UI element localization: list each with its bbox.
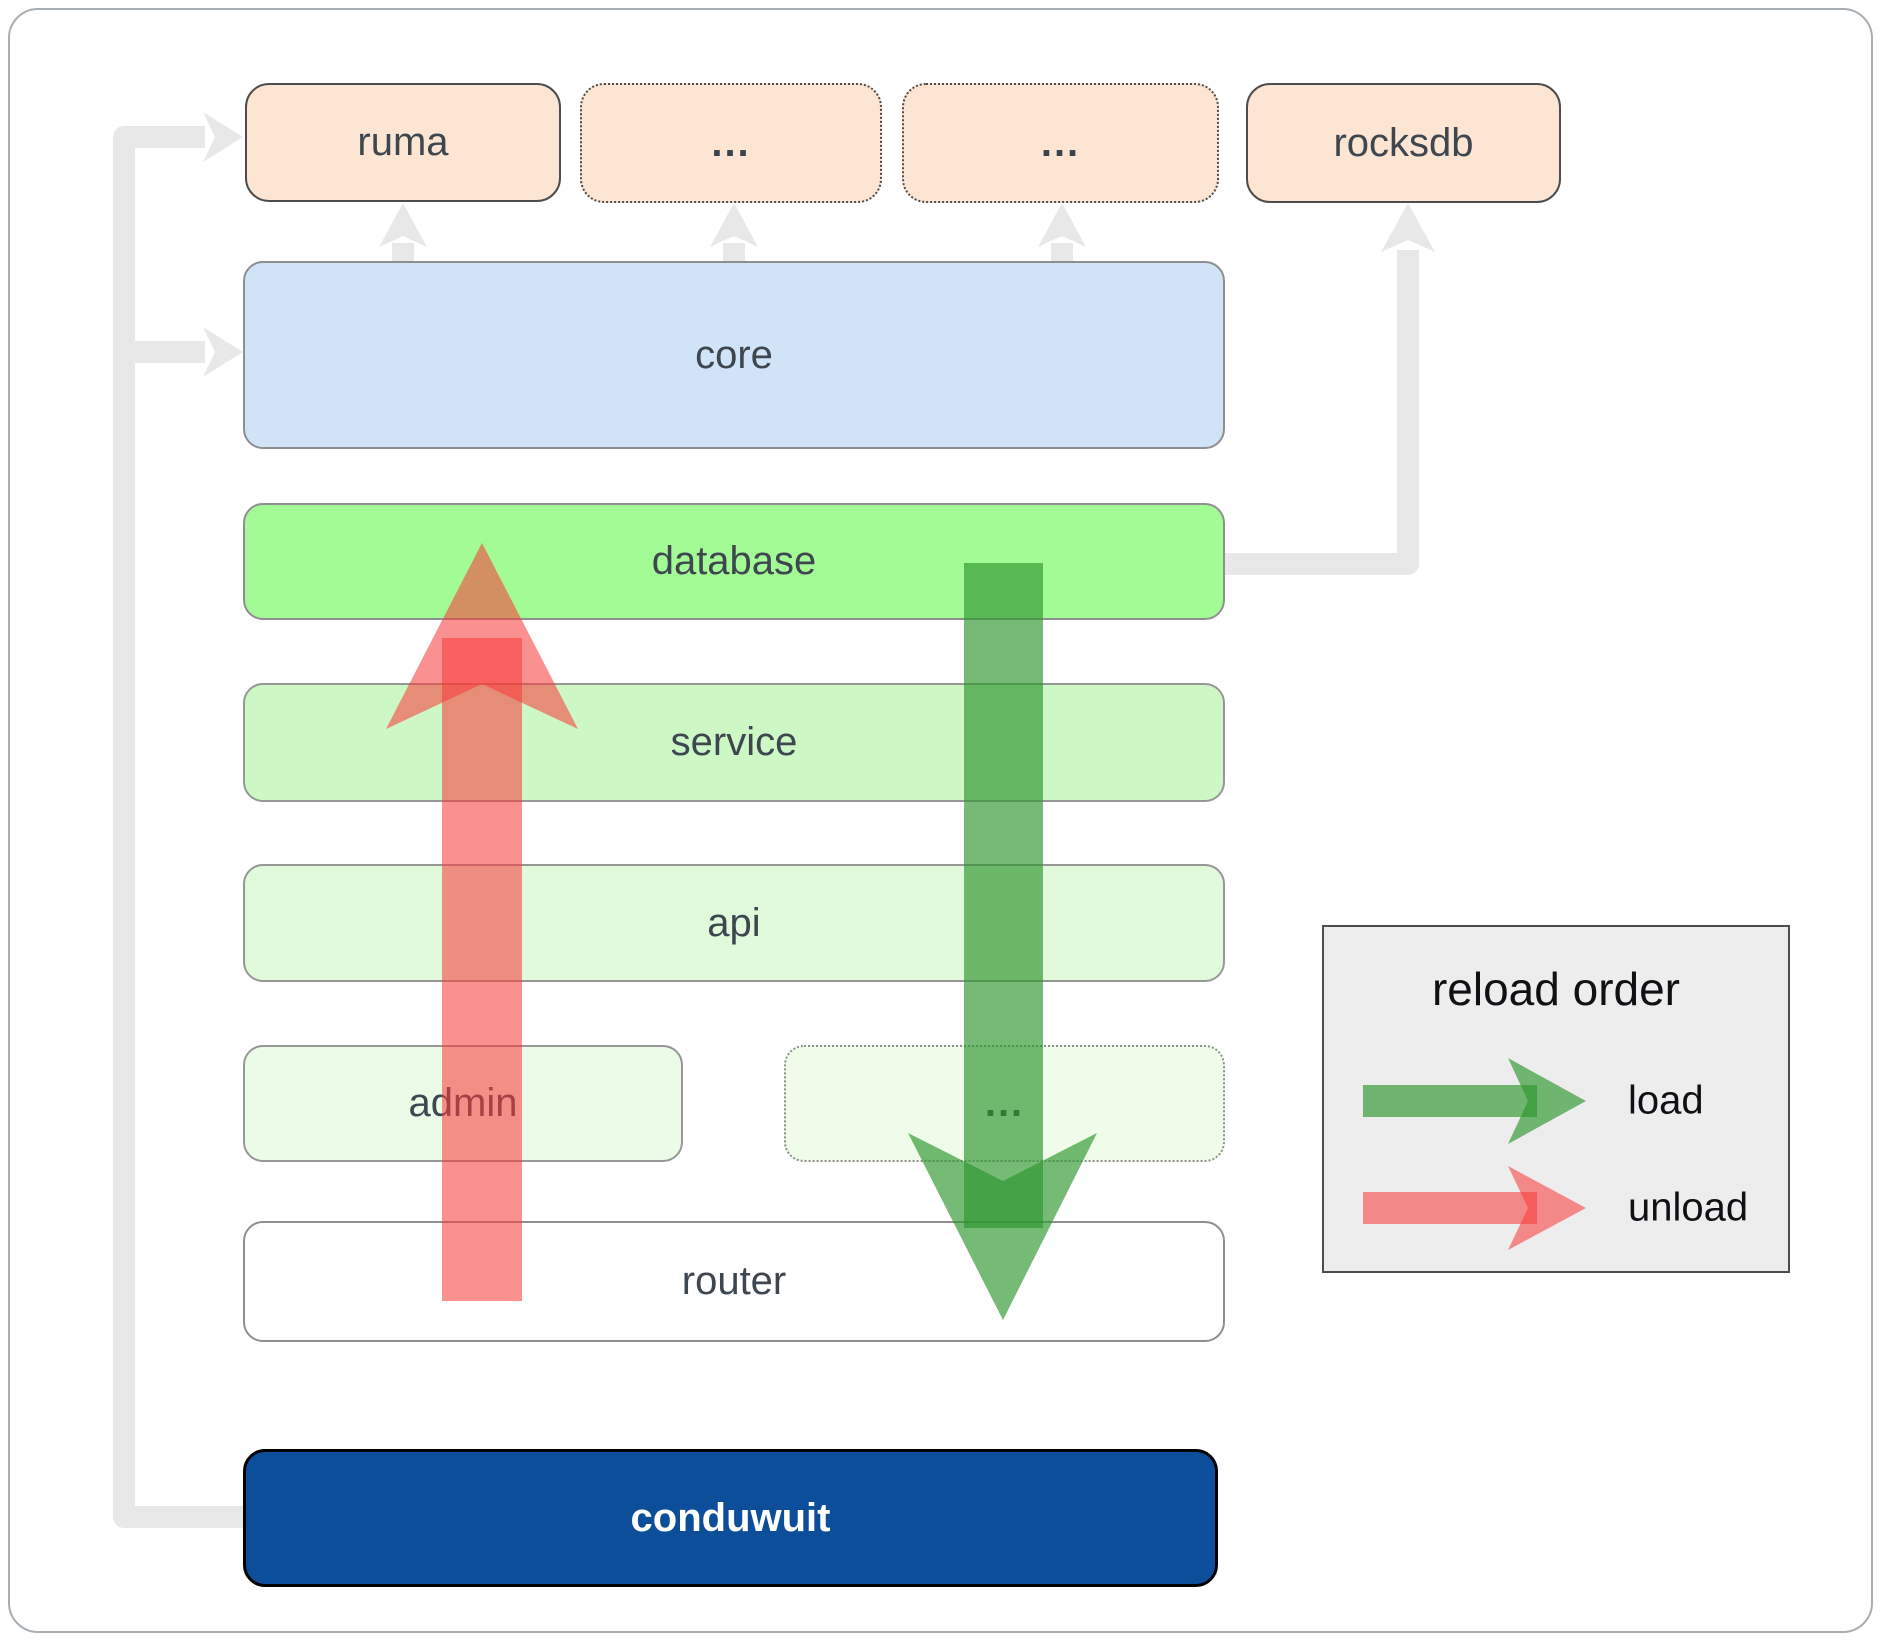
box-conduwuit-label: conduwuit bbox=[630, 1495, 831, 1540]
box-modules-a-label: ... bbox=[711, 120, 751, 165]
box-admin: admin bbox=[243, 1045, 683, 1162]
box-database: database bbox=[243, 503, 1225, 620]
box-service: service bbox=[243, 683, 1225, 802]
box-router: router bbox=[243, 1221, 1225, 1342]
box-rocksdb-label: rocksdb bbox=[1333, 120, 1474, 165]
diagram-outer-frame bbox=[8, 8, 1873, 1633]
box-router-label: router bbox=[681, 1259, 787, 1303]
box-api-label: api bbox=[707, 900, 761, 945]
box-service-label: service bbox=[670, 720, 798, 764]
box-ruma-label: ruma bbox=[357, 120, 449, 164]
box-database-label: database bbox=[651, 539, 817, 583]
box-modules-c: ... bbox=[784, 1045, 1225, 1162]
box-core: core bbox=[243, 261, 1225, 449]
box-core-label: core bbox=[695, 332, 773, 377]
legend-load-label: load bbox=[1628, 1078, 1704, 1123]
box-modules-a: ... bbox=[580, 83, 882, 203]
box-modules-b: ... bbox=[902, 83, 1219, 203]
box-conduwuit: conduwuit bbox=[243, 1449, 1218, 1587]
box-admin-label: admin bbox=[408, 1081, 518, 1125]
box-ruma: ruma bbox=[245, 83, 561, 202]
box-api: api bbox=[243, 864, 1225, 982]
legend-title: reload order bbox=[1431, 963, 1681, 1015]
box-modules-c-label: ... bbox=[984, 1081, 1025, 1125]
box-modules-b-label: ... bbox=[1040, 120, 1081, 165]
box-rocksdb: rocksdb bbox=[1246, 83, 1561, 203]
legend-unload-label: unload bbox=[1628, 1185, 1749, 1230]
